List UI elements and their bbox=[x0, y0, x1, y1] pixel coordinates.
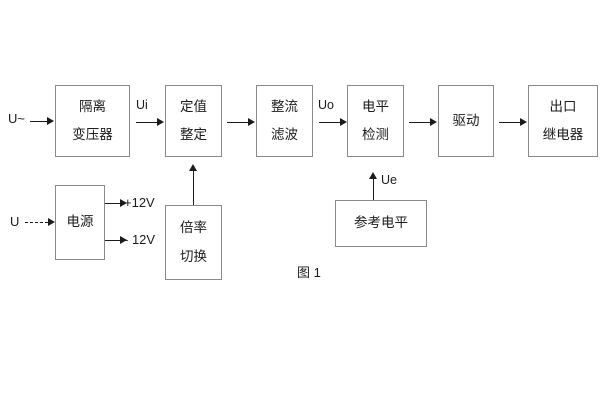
block-setting-value-line-1: 定值 bbox=[180, 98, 207, 114]
rail-positive-label: +12V bbox=[124, 195, 155, 210]
block-isolation-transformer-line-1: 隔离 bbox=[79, 98, 106, 114]
block-output-relay-line-1: 出口 bbox=[549, 98, 577, 114]
block-rectify-filter: 整流 滤波 bbox=[256, 85, 313, 157]
block-level-detection: 电平 检测 bbox=[347, 85, 404, 157]
block-drive: 驱动 bbox=[438, 85, 494, 157]
signal-label-uo: Uo bbox=[318, 98, 334, 112]
rail-negative-label: - 12V bbox=[124, 232, 156, 247]
block-rectify-filter-line-1: 整流 bbox=[271, 98, 298, 114]
signal-label-ue: Ue bbox=[381, 173, 397, 187]
block-level-detection-line-1: 电平 bbox=[362, 98, 389, 114]
block-output-relay: 出口 继电器 bbox=[528, 85, 598, 157]
block-ratio-switch: 倍率 切换 bbox=[165, 205, 222, 280]
block-setting-value-line-2: 整定 bbox=[180, 127, 207, 142]
figure-caption: 图 1 bbox=[297, 265, 321, 280]
signal-label-ui: Ui bbox=[136, 98, 148, 112]
block-drive-line-1: 驱动 bbox=[452, 112, 480, 128]
block-output-relay-line-2: 继电器 bbox=[542, 127, 584, 142]
block-isolation-transformer-line-2: 变压器 bbox=[72, 127, 113, 142]
block-setting-value: 定值 整定 bbox=[165, 85, 222, 157]
block-reference-level-line-1: 参考电平 bbox=[354, 215, 408, 231]
input-dc-label: U bbox=[10, 214, 20, 229]
block-power-supply: 电源 bbox=[55, 185, 105, 260]
block-level-detection-line-2: 检测 bbox=[362, 127, 389, 142]
block-rectify-filter-line-2: 滤波 bbox=[271, 127, 298, 142]
block-ratio-switch-line-2: 切换 bbox=[180, 248, 207, 264]
input-ac-label: U~ bbox=[8, 111, 25, 126]
block-power-supply-line-1: 电源 bbox=[66, 214, 94, 230]
block-isolation-transformer: 隔离 变压器 bbox=[55, 85, 130, 157]
block-reference-level: 参考电平 bbox=[335, 200, 427, 247]
block-ratio-switch-line-1: 倍率 bbox=[180, 220, 207, 236]
